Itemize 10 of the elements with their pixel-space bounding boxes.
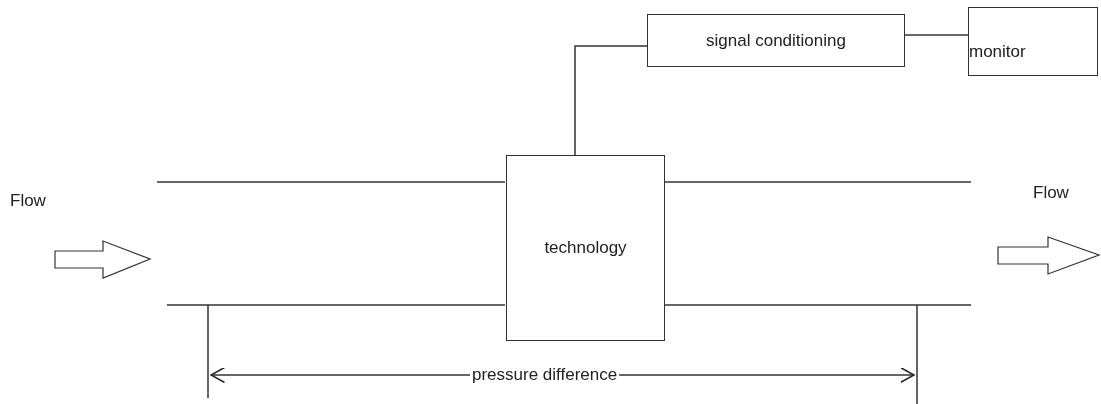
- flow-label: Flow: [10, 190, 46, 212]
- connector-line: [574, 45, 648, 156]
- box-label: technology: [544, 237, 627, 260]
- process-box: [968, 7, 1098, 76]
- process-box: [647, 14, 905, 67]
- connector-line: [904, 34, 969, 36]
- box-label: signal conditioning: [706, 29, 846, 52]
- box-label: monitor: [969, 40, 1026, 63]
- flow-label: Flow: [1033, 182, 1069, 204]
- process-box: [506, 155, 665, 341]
